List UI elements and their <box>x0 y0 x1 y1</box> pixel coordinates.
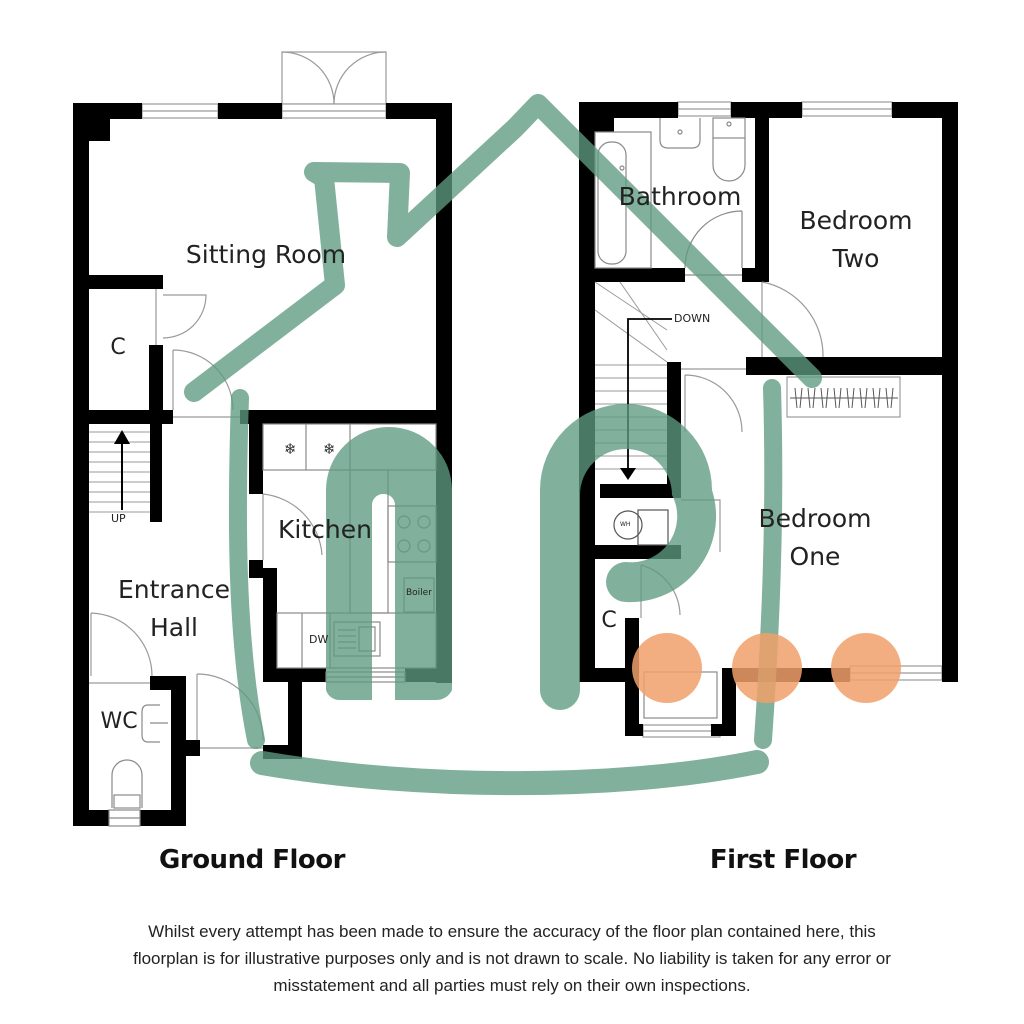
room-label-cupboard-ground: C <box>110 335 126 360</box>
first-floor-title: First Floor <box>709 845 857 875</box>
wc-fixtures <box>108 704 168 827</box>
room-label-line: One <box>789 542 841 571</box>
ground-floor-title: Ground Floor <box>159 845 345 875</box>
orange-dot <box>831 633 901 703</box>
cylinder-cupboard <box>613 509 669 546</box>
snowflake-icon: ❄ <box>323 440 336 458</box>
disclaimer-text: Whilst every attempt has been made to en… <box>60 918 964 999</box>
room-label-line: Bedroom <box>758 504 872 533</box>
cylinder-label: WH <box>620 521 631 528</box>
disclaimer-line: floorplan is for illustrative purposes o… <box>133 949 891 968</box>
left-cheek-stroke <box>228 389 265 749</box>
letter-e-shape <box>540 404 717 710</box>
room-label-line: Two <box>832 244 880 273</box>
letter-n-shape <box>326 427 452 701</box>
room-label-wc: WC <box>100 709 138 734</box>
green-letters-ne <box>326 404 717 710</box>
room-label-entrance-hall: Entrance Hall <box>118 571 230 647</box>
wardrobe <box>786 376 901 418</box>
room-label-sitting-room: Sitting Room <box>185 240 347 269</box>
dishwasher-label: DW <box>309 633 329 646</box>
orange-dots-overlay <box>632 633 901 703</box>
room-label-kitchen: Kitchen <box>278 515 372 544</box>
stairs-down-label: DOWN <box>674 312 711 325</box>
french-doors <box>281 51 387 105</box>
orange-dot <box>732 633 802 703</box>
stairs-up-label: UP <box>111 512 126 525</box>
disclaimer-line: misstatement and all parties must rely o… <box>273 976 751 995</box>
disclaimer-line: Whilst every attempt has been made to en… <box>148 922 876 941</box>
snowflake-icon: ❄ <box>284 440 297 458</box>
stairs-up-arrow-icon <box>114 430 130 510</box>
room-label-line: Bedroom <box>799 206 913 235</box>
house-roof-stroke <box>184 94 822 402</box>
room-label-line: Entrance <box>117 575 231 604</box>
boiler-label: Boiler <box>406 588 432 598</box>
room-label-bedroom-two: Bedroom Two <box>799 202 912 278</box>
room-label-bedroom-one: Bedroom One <box>758 500 871 576</box>
smile-stroke <box>250 750 769 796</box>
room-label-cupboard-first: C <box>601 608 617 633</box>
room-label-bathroom: Bathroom <box>618 182 742 211</box>
orange-dot <box>632 633 702 703</box>
room-label-line: Hall <box>149 613 199 642</box>
